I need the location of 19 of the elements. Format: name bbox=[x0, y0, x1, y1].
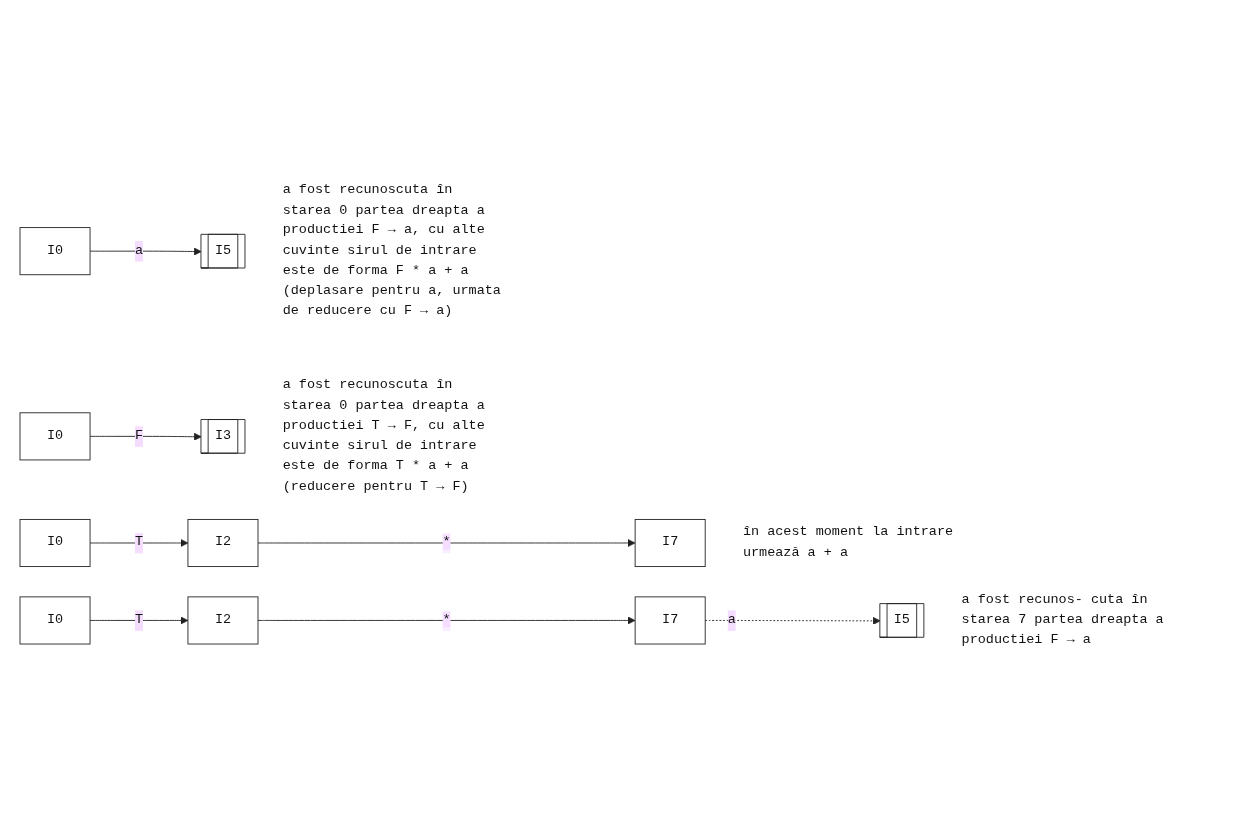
node-box: I0 bbox=[19, 412, 91, 461]
edge-label: a bbox=[727, 612, 736, 628]
node-box: I0 bbox=[19, 596, 91, 645]
node-label: în acest moment la intrare urmează a + a bbox=[742, 524, 954, 560]
edge-label: * bbox=[442, 534, 451, 550]
node-box: I2 bbox=[187, 596, 259, 645]
edge-label: a bbox=[134, 242, 144, 259]
node-label: a fost recunoscuta în starea 0 partea dreapta a productiei F → a, cu alte cuvinte sirul de intrare este de forma F * a + a (deplasare pentru a, urmata de reducere cu F → a) bbox=[282, 182, 501, 319]
node-label: a fost recunos- cuta în starea 7 partea dreapta a productiei F → a bbox=[961, 591, 1164, 648]
node-box: I7 bbox=[634, 596, 706, 645]
node-box: I0 bbox=[19, 227, 91, 276]
edge-label: F bbox=[134, 427, 144, 444]
edge-label: * bbox=[442, 612, 451, 628]
node-box: I7 bbox=[634, 518, 706, 567]
edge-label: T bbox=[134, 612, 144, 628]
edge-label: T bbox=[134, 534, 144, 550]
node-label: a fost recunoscuta în starea 0 partea dreapta a productiei T → F, cu alte cuvinte sirul de intrare este de forma T * a + a (reducere pentru T → F) bbox=[282, 377, 485, 494]
node-box: I2 bbox=[187, 518, 259, 567]
node-box: I0 bbox=[19, 518, 91, 567]
